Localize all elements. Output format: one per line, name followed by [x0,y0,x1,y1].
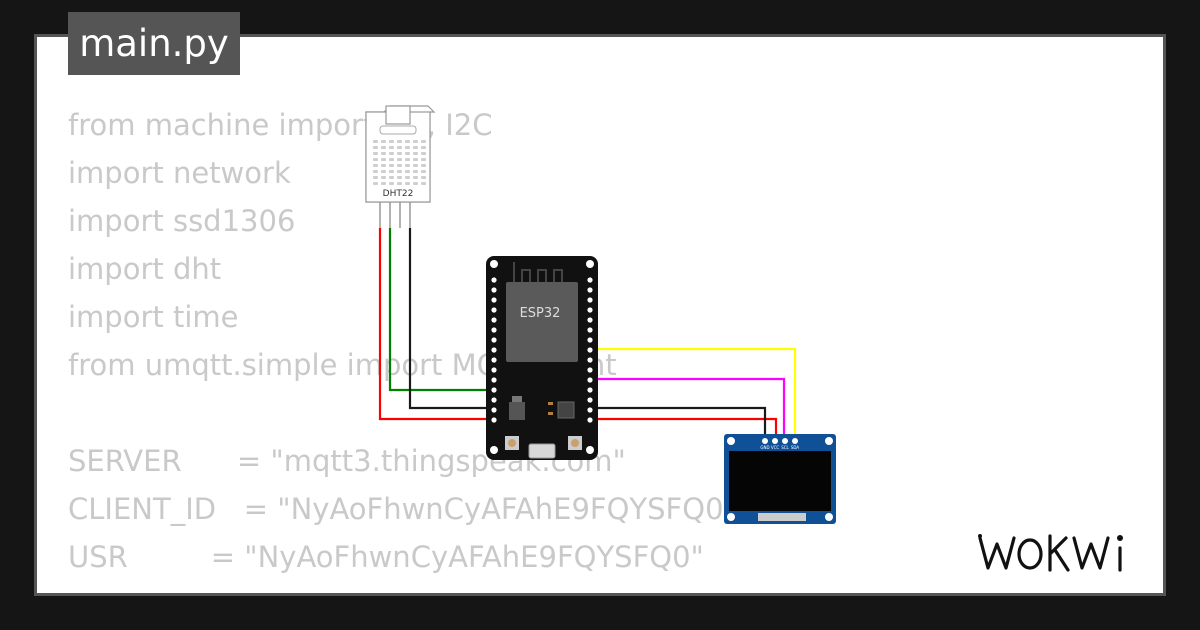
dht22-label: DHT22 [383,189,414,199]
code-line: import ssd1306 [68,204,296,238]
wire-sda [596,347,797,438]
esp32-label: ESP32 [520,306,561,321]
oled-pin-label: SCL [781,445,789,450]
dht22-sensor[interactable]: DHT22 [365,105,436,228]
oled-pin-label: VCC [771,445,780,450]
wokwi-logo [978,534,1123,572]
esp32-board[interactable]: ESP32 [486,256,598,460]
wire-gnd-dht [408,228,494,410]
wire-gnd-oled [596,406,767,438]
code-line: import time [68,300,239,334]
oled-pin-label: SDA [791,445,800,450]
code-line: import dht [68,252,222,286]
code-line: PWD = "FQoV0nmFTAySH2r1MpvV9EDa" [68,581,737,593]
oled-pin-label: GND [760,445,769,450]
wire-data [388,228,494,392]
code-line: import network [68,156,291,190]
code-line: CLIENT_ID = "NyAoFhwnCyAFAhE9FQYSFQ0" [68,492,737,526]
code-line: USR = "NyAoFhwnCyAFAhE9FQYSFQ0" [68,540,704,574]
file-tab[interactable]: main.py [68,12,240,75]
wire-vcc-oled [596,417,778,438]
wire-scl [596,377,786,438]
